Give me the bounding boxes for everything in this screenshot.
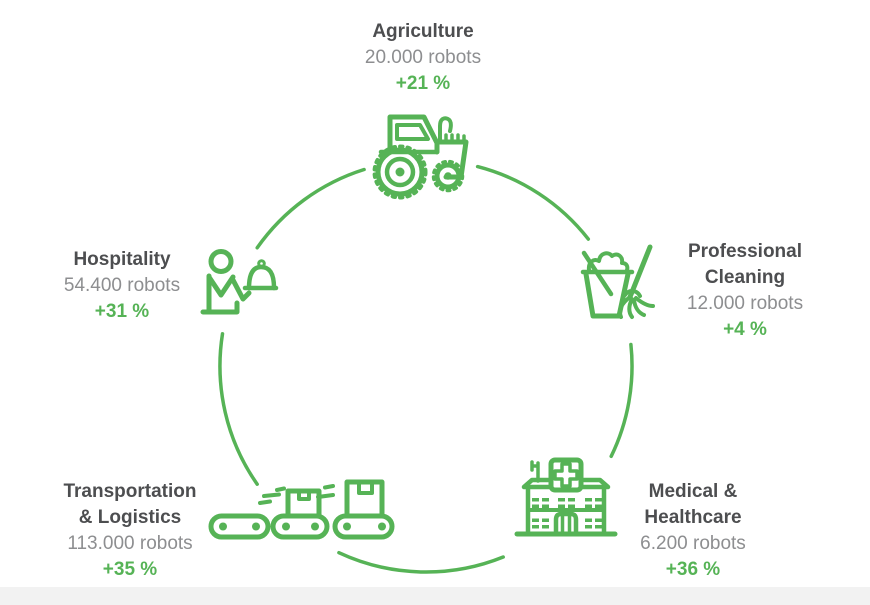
sector-title: Hospitality [73,249,171,270]
sector-label-transportation-logistics: Transportation & Logistics 113.000 robot… [25,479,235,583]
sector-title: Agriculture [372,21,474,42]
conveyor-belt-icon [208,479,395,540]
hospital-icon [514,457,618,537]
waiter-service-icon [200,249,279,315]
sector-robot-count: 6.200 robots [640,533,746,554]
sector-title: Medical & Healthcare [644,481,742,528]
sector-robot-count: 54.400 robots [63,275,181,296]
sector-label-medical-healthcare: Medical & Healthcare 6.200 robots +36 % [603,479,783,583]
sector-growth-rate: +36 % [665,559,721,580]
sector-title: Transportation & Logistics [63,481,197,528]
sector-label-agriculture: Agriculture 20.000 robots +21 % [323,19,523,97]
sector-robot-count: 20.000 robots [364,47,482,68]
sector-label-hospitality: Hospitality 54.400 robots +31 % [17,247,227,325]
sector-robot-count: 12.000 robots [686,293,804,314]
footer-strip [0,587,870,605]
tractor-icon [372,114,469,200]
sector-growth-rate: +35 % [102,559,158,580]
sector-label-professional-cleaning: Professional Cleaning 12.000 robots +4 % [655,239,835,343]
sector-growth-rate: +31 % [94,301,150,322]
sector-growth-rate: +4 % [723,319,767,340]
sector-title: Professional Cleaning [687,241,803,288]
sector-robot-count: 113.000 robots [67,533,193,554]
cleaning-bucket-mop-icon [580,244,655,319]
sector-growth-rate: +21 % [395,73,451,94]
cycle-circle [218,164,634,574]
